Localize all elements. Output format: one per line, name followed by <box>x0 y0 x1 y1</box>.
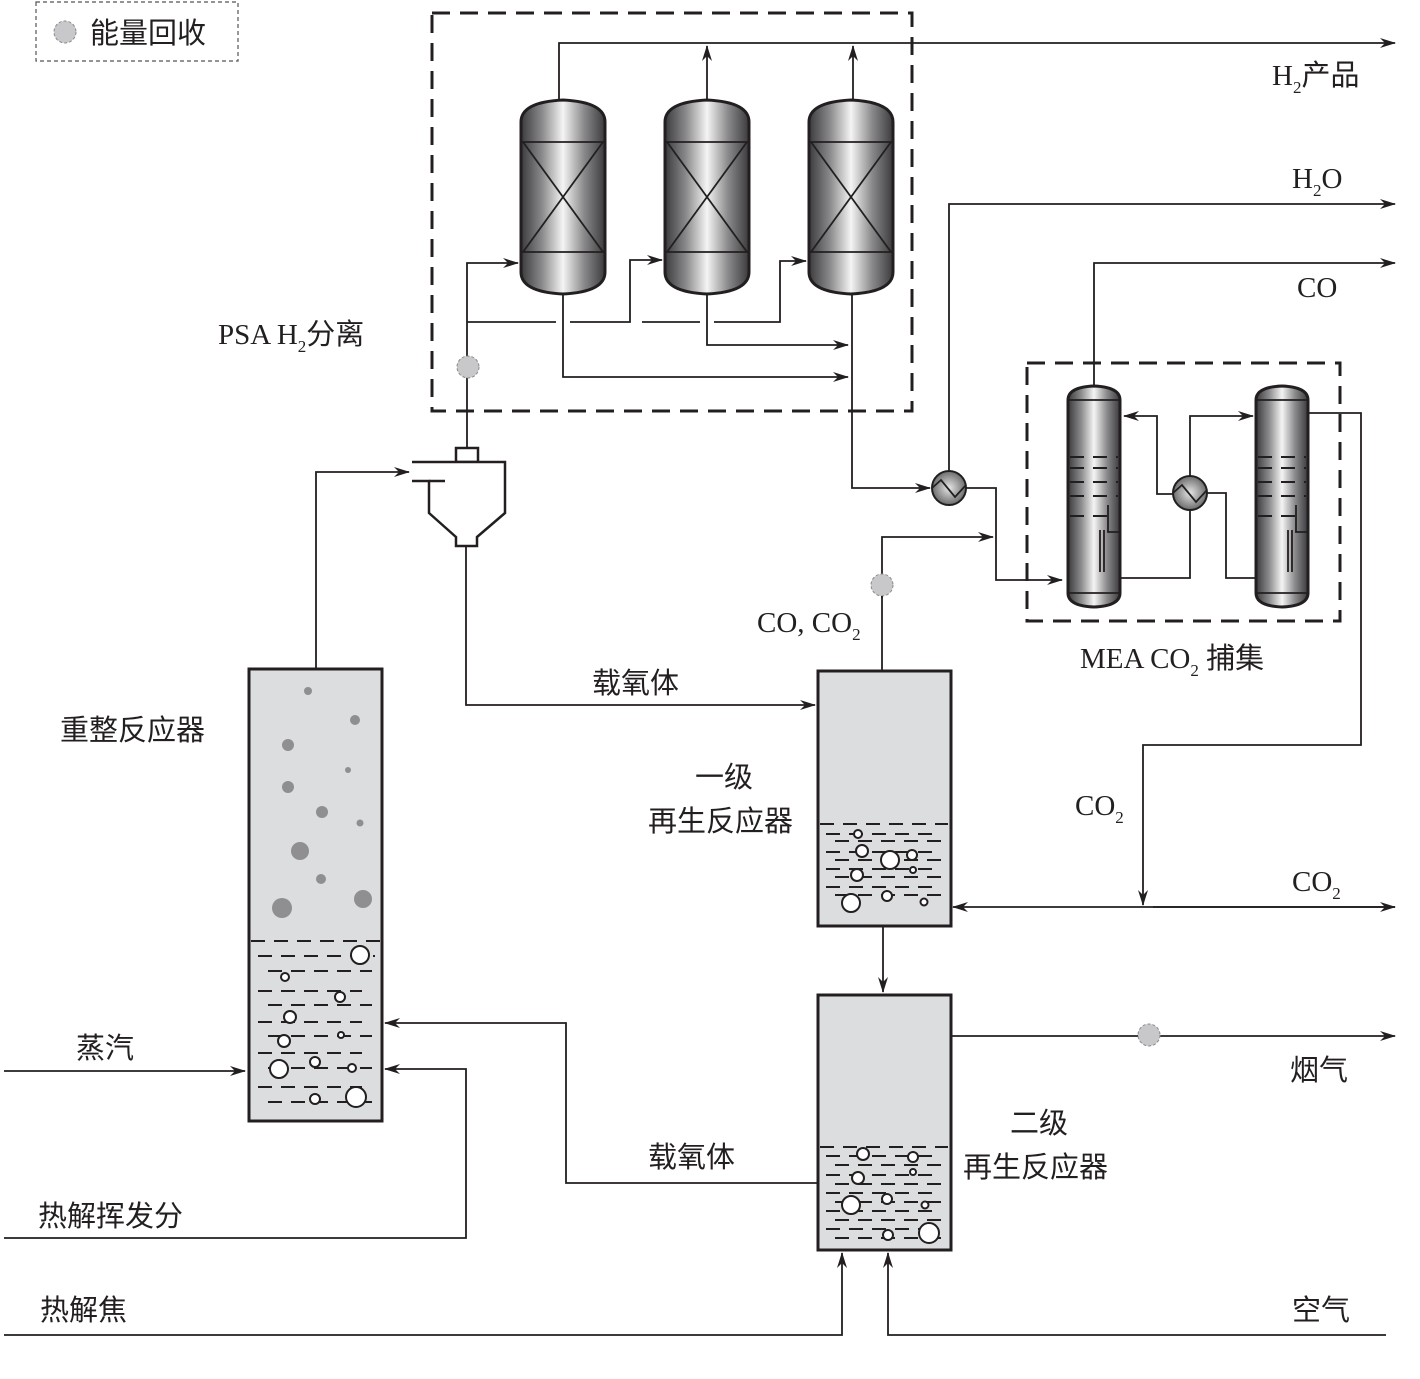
co2-recycle-label: CO2 <box>1075 790 1124 827</box>
psa-column-1 <box>519 98 607 296</box>
regenerator-1-label-line1: 一级 <box>695 761 753 794</box>
psa-column-2 <box>663 98 751 296</box>
air-line <box>883 1252 1386 1336</box>
cyclone-separator <box>412 446 507 548</box>
energy-recovery-dot-icon <box>870 573 894 597</box>
regenerator-1-label-line2: 再生反应器 <box>648 805 793 838</box>
legend-label: 能量回收 <box>90 17 206 50</box>
regenerator-1 <box>816 669 953 928</box>
pyrolysis-volatiles-line <box>4 1064 467 1239</box>
co-label: CO <box>1297 272 1337 304</box>
h2o-line <box>948 199 1396 475</box>
psa-unit-boundary <box>430 11 914 413</box>
energy-recovery-dot-icon <box>1137 1023 1161 1047</box>
reformer-reactor <box>247 667 384 1123</box>
psa-piping <box>456 38 1396 493</box>
co2-out-label: CO2 <box>1292 866 1341 903</box>
air-label: 空气 <box>1292 1294 1350 1327</box>
pyrolysis-char-line <box>4 1252 847 1336</box>
mea-piping <box>1120 411 1362 906</box>
oxygen-carrier-2-label: 载氧体 <box>648 1141 735 1174</box>
reformer-label: 重整反应器 <box>60 714 205 747</box>
mea-absorber-column <box>1066 384 1122 609</box>
regenerator-2-label-line1: 二级 <box>1010 1107 1068 1140</box>
co-co2-label: CO, CO2 <box>757 607 861 644</box>
steam-label: 蒸汽 <box>76 1032 134 1065</box>
h2-product-label: H2产品 <box>1272 59 1359 97</box>
psa-unit-label: PSA H2分离 <box>218 318 364 356</box>
heat-exchanger-2-icon <box>1172 475 1208 511</box>
h2o-label: H2O <box>1292 163 1342 200</box>
pyrolysis-volatiles-label: 热解挥发分 <box>38 1200 183 1233</box>
energy-recovery-dot-icon <box>53 20 77 44</box>
flue-gas-label: 烟气 <box>1290 1054 1348 1087</box>
oxygen-carrier-return-line <box>384 1018 817 1184</box>
legend-box <box>35 1 239 62</box>
regenerator-2 <box>816 993 953 1252</box>
pyrolysis-char-label: 热解焦 <box>40 1294 127 1327</box>
heat-exchanger-1-icon <box>931 470 967 506</box>
regenerator-2-label-line2: 再生反应器 <box>963 1151 1108 1184</box>
legend: 能量回收 <box>35 1 239 62</box>
mea-unit-boundary <box>1025 361 1342 623</box>
oxygen-carrier-1-label: 载氧体 <box>592 667 679 700</box>
energy-recovery-dot-icon <box>456 355 480 379</box>
mea-unit-label: MEA CO2 捕集 <box>1080 642 1264 680</box>
mea-stripper-column <box>1254 384 1310 609</box>
psa-column-3 <box>807 98 895 296</box>
co-line <box>1093 258 1396 388</box>
